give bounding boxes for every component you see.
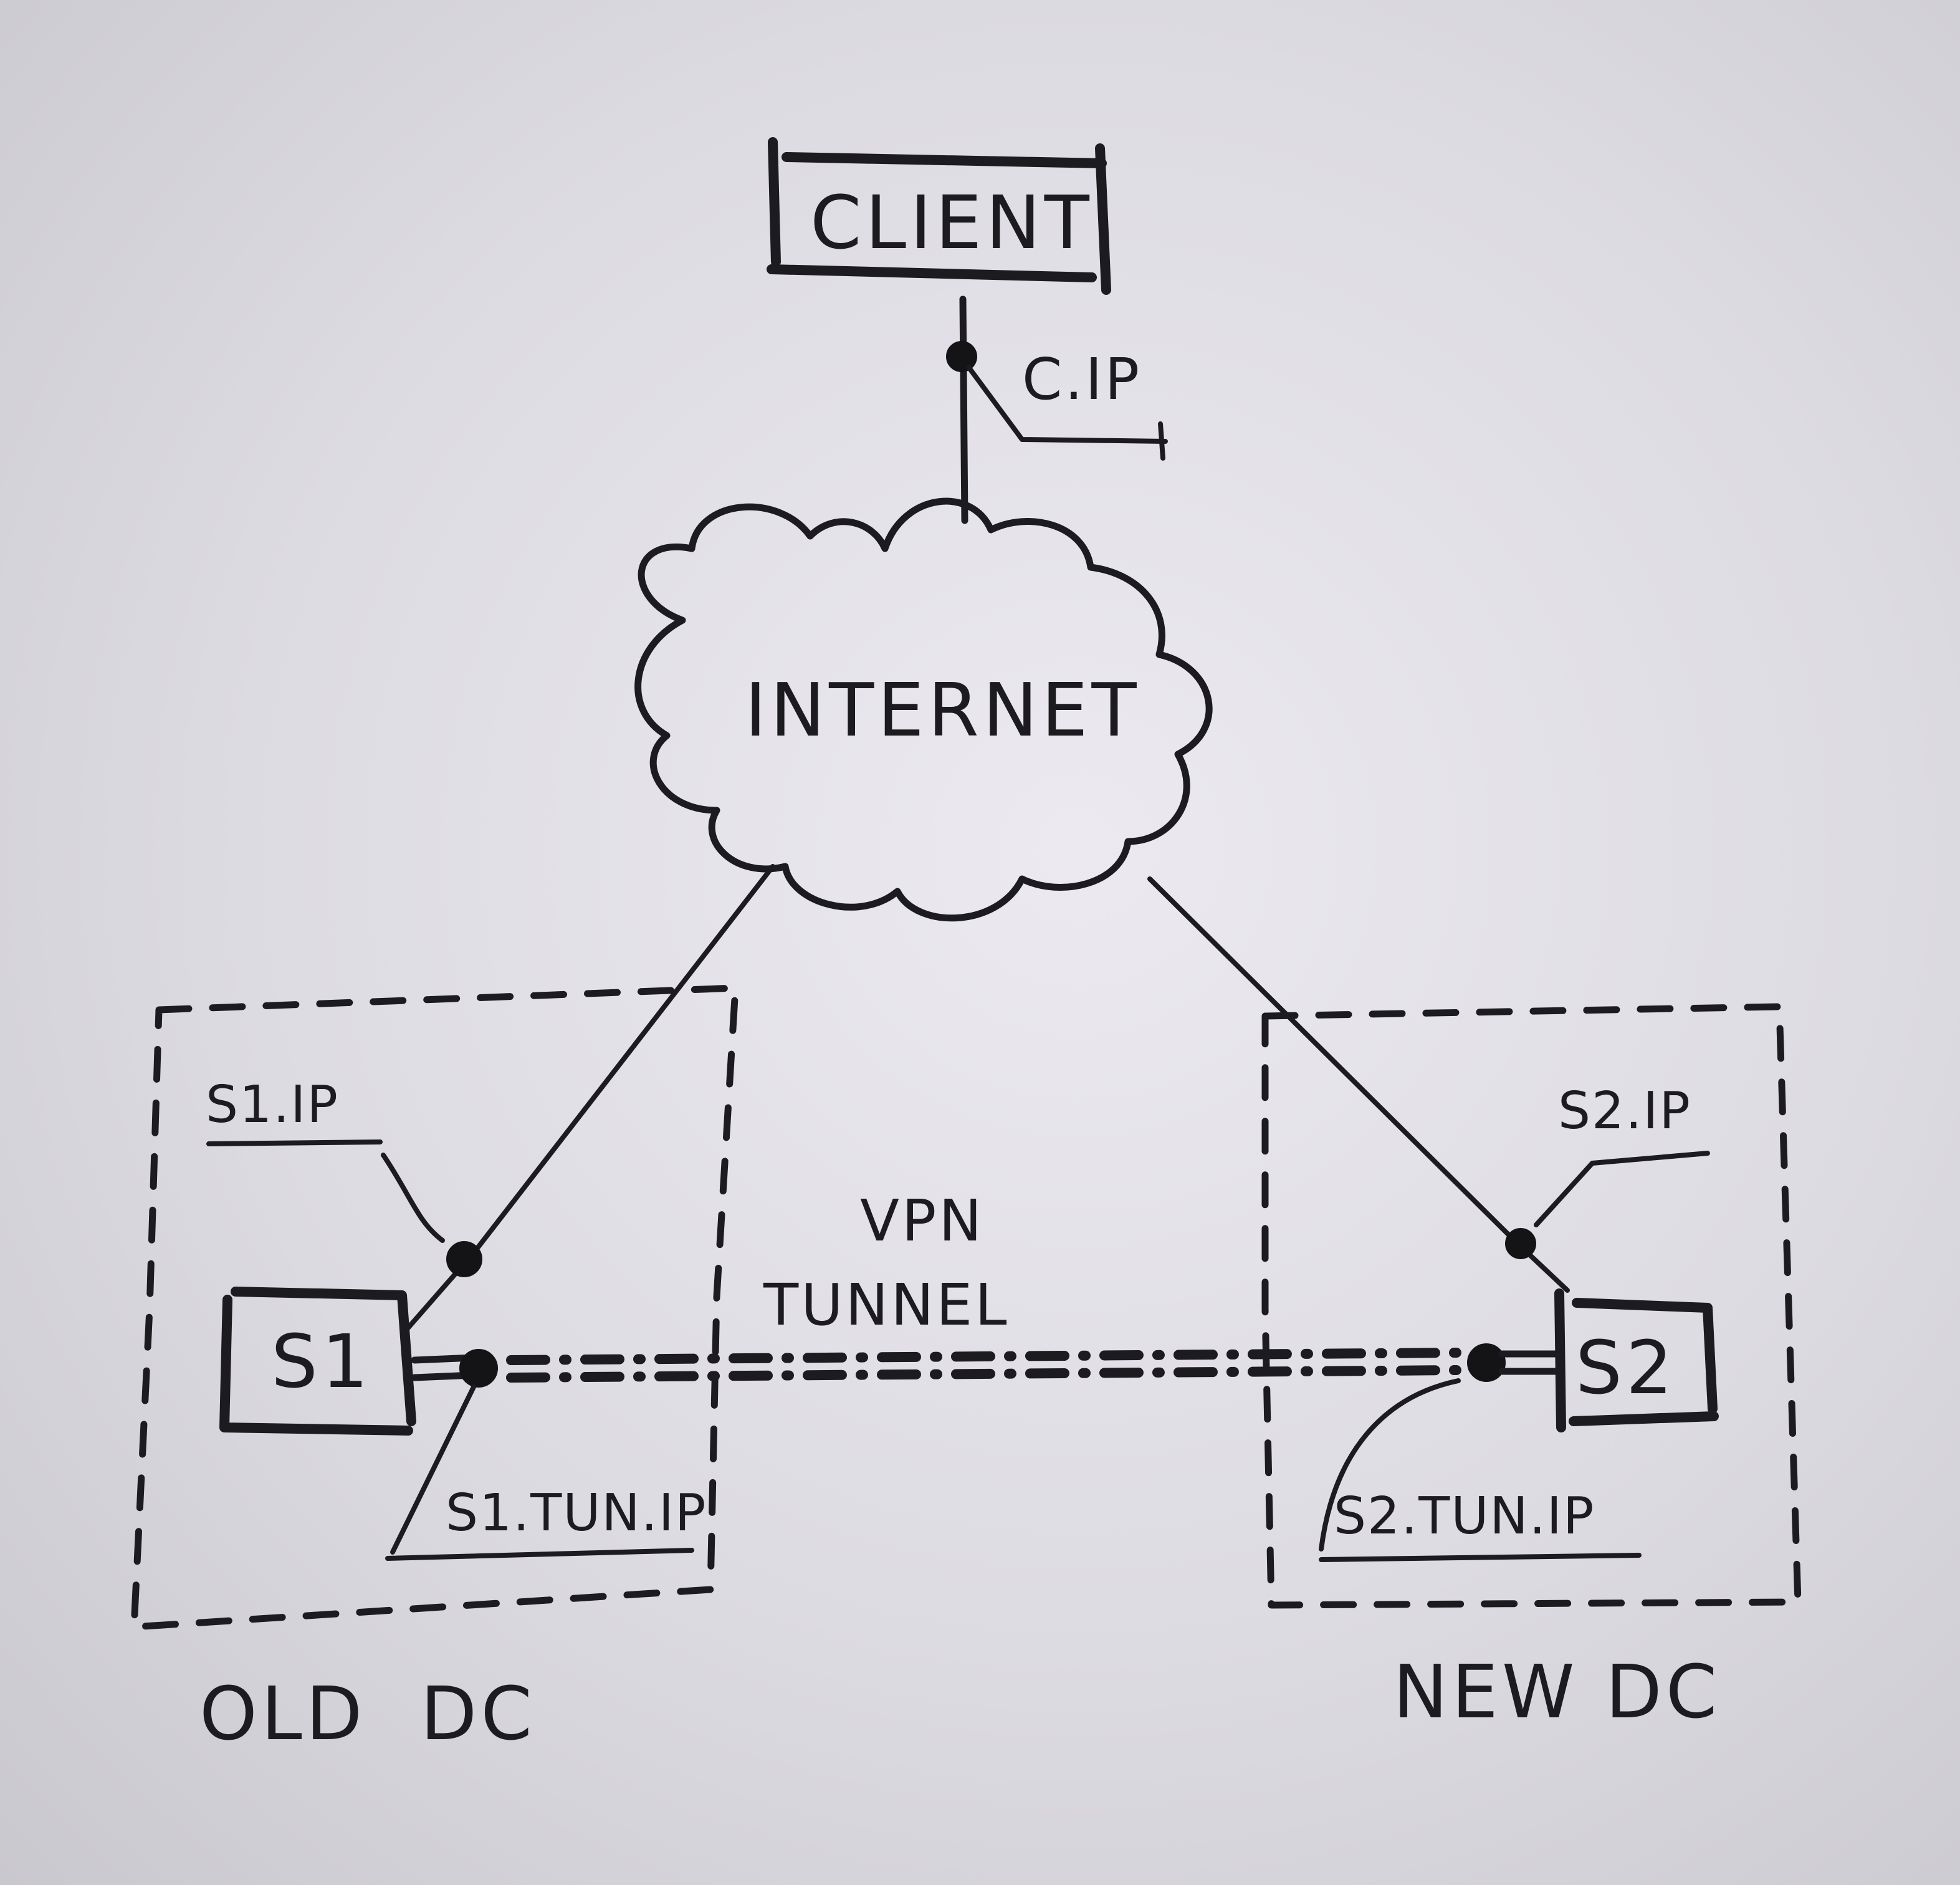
tunnel-label: TUNNEL xyxy=(763,1272,1010,1338)
s2-ip-label: S2.IP xyxy=(1558,1082,1691,1141)
tunnel-line-upper xyxy=(506,1348,1463,1365)
tunnel-line-lower xyxy=(506,1365,1463,1383)
client-label: CLIENT xyxy=(810,180,1093,266)
new-dc-label: NEW DC xyxy=(1393,1649,1721,1735)
zone-old-dc: OLD DC xyxy=(130,984,739,1757)
s1-node: S1 xyxy=(219,1287,416,1436)
s1-label: S1 xyxy=(271,1318,372,1404)
s1-ip-label: S1.IP xyxy=(206,1075,339,1134)
zone-new-dc: NEW DC xyxy=(1261,1003,1802,1735)
internet-label: INTERNET xyxy=(745,667,1140,753)
vpn-label: VPN xyxy=(860,1187,984,1254)
client-node: CLIENT xyxy=(767,137,1111,295)
s1-tun-ip-leader xyxy=(385,1384,694,1561)
s2-tun-ip-annotation: S2.TUN.IP xyxy=(1319,1378,1642,1562)
s2-node: S2 xyxy=(1554,1288,1719,1432)
s1-box xyxy=(219,1287,416,1436)
s1-tun-ip-interface-dot xyxy=(459,1349,498,1388)
client-ip-leader xyxy=(967,365,1168,461)
client-ip-label: C.IP xyxy=(1022,346,1142,413)
internet-cloud xyxy=(634,497,1213,922)
s2-ip-interface-dot xyxy=(1505,1228,1536,1259)
vpn-tunnel: VPN TUNNEL xyxy=(411,1187,1562,1388)
client-box xyxy=(767,137,1111,295)
client-uplink xyxy=(959,295,968,524)
s2-tun-ip-interface-dot xyxy=(1467,1343,1506,1382)
internet-s1-link: S1.IP xyxy=(206,864,775,1330)
new-dc-boundary xyxy=(1261,1003,1802,1609)
s2-tun-ip-leader xyxy=(1319,1378,1642,1562)
internet-node: INTERNET xyxy=(634,497,1213,922)
internet-s2-link: S2.IP xyxy=(1147,876,1710,1293)
s2-tunnel-stub xyxy=(1498,1350,1562,1375)
s2-uplink xyxy=(1147,876,1570,1293)
s2-label: S2 xyxy=(1575,1325,1676,1411)
s1-ip-leader xyxy=(206,1139,445,1243)
s2-box xyxy=(1554,1288,1719,1432)
client-ip-interface-dot xyxy=(946,341,977,372)
s1-tun-ip-label: S1.TUN.IP xyxy=(446,1484,707,1543)
s1-ip-interface-dot xyxy=(446,1241,482,1277)
old-dc-boundary xyxy=(130,984,739,1631)
client-internet-link: C.IP xyxy=(946,295,1168,524)
s1-tun-ip-annotation: S1.TUN.IP xyxy=(385,1384,707,1561)
s2-ip-leader xyxy=(1534,1151,1710,1227)
old-dc-label: OLD DC xyxy=(199,1671,536,1757)
s2-tun-ip-label: S2.TUN.IP xyxy=(1334,1487,1595,1546)
